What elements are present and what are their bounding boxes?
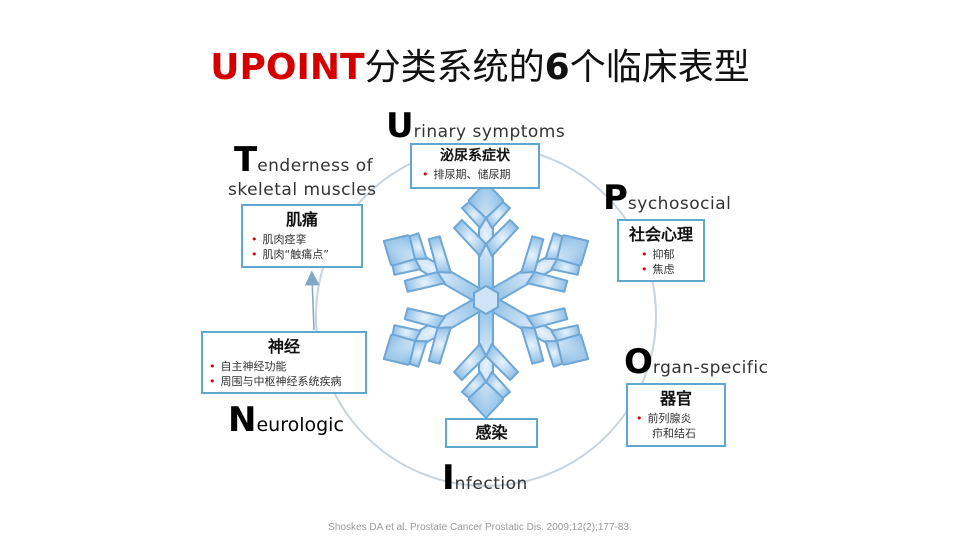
cycle-arrow-icon — [304, 270, 320, 331]
category-urinary-label: Urinary symptoms — [386, 106, 566, 146]
box-neurologic-title: 神经 — [267, 337, 300, 356]
category-neurologic-label: Neurologic — [228, 400, 344, 440]
list-item: •肌肉痉挛 — [251, 233, 307, 246]
list-item: •抑郁 — [641, 248, 675, 261]
list-item: 疖和结石 — [652, 427, 696, 440]
box-urinary-list: •排尿期、储尿期 — [422, 167, 538, 182]
list-item: •肌肉“触痛点” — [251, 248, 329, 261]
page-title: UPOINT分类系统的6个临床表型 — [210, 47, 750, 88]
box-organ-list: •前列腺炎 疖和结石 — [636, 411, 724, 441]
snowflake-icon — [366, 181, 606, 419]
box-neurologic-list: •自主神经功能 •周围与中枢神经系统疾病 — [209, 359, 365, 389]
list-item: •排尿期、储尿期 — [422, 168, 511, 181]
list-item: •前列腺炎 — [636, 412, 692, 425]
box-organ: 器官 •前列腺炎 疖和结石 — [626, 383, 726, 447]
box-tenderness: 肌痛 •肌肉痉挛 •肌肉“触痛点” — [241, 204, 363, 268]
box-psychosocial-title: 社会心理 — [628, 225, 693, 244]
box-urinary: 泌尿系症状 •排尿期、储尿期 — [410, 143, 540, 189]
category-infection-label: Infection — [442, 458, 528, 498]
box-psychosocial: 社会心理 •抑郁 •焦虑 — [617, 219, 705, 282]
box-psychosocial-list: •抑郁 •焦虑 — [641, 247, 703, 277]
box-tenderness-title: 肌痛 — [285, 210, 318, 229]
box-urinary-title: 泌尿系症状 — [440, 148, 510, 164]
box-organ-title: 器官 — [659, 389, 692, 408]
list-item: •周围与中枢神经系统疾病 — [209, 375, 342, 388]
box-infection: 感染 — [445, 418, 538, 448]
category-organ-label: Organ-specific — [624, 342, 769, 382]
box-infection-title: 感染 — [475, 423, 508, 442]
category-psychosocial-label: Psychosocial — [603, 178, 732, 218]
list-item: •自主神经功能 — [209, 360, 287, 373]
category-tenderness-label: Tenderness of skeletal muscles — [228, 140, 377, 200]
box-tenderness-list: •肌肉痉挛 •肌肉“触痛点” — [251, 232, 361, 262]
list-item: •焦虑 — [641, 263, 675, 276]
box-neurologic: 神经 •自主神经功能 •周围与中枢神经系统疾病 — [201, 331, 367, 394]
citation: Shoskes DA et al. Prostate Cancer Prosta… — [328, 522, 632, 533]
